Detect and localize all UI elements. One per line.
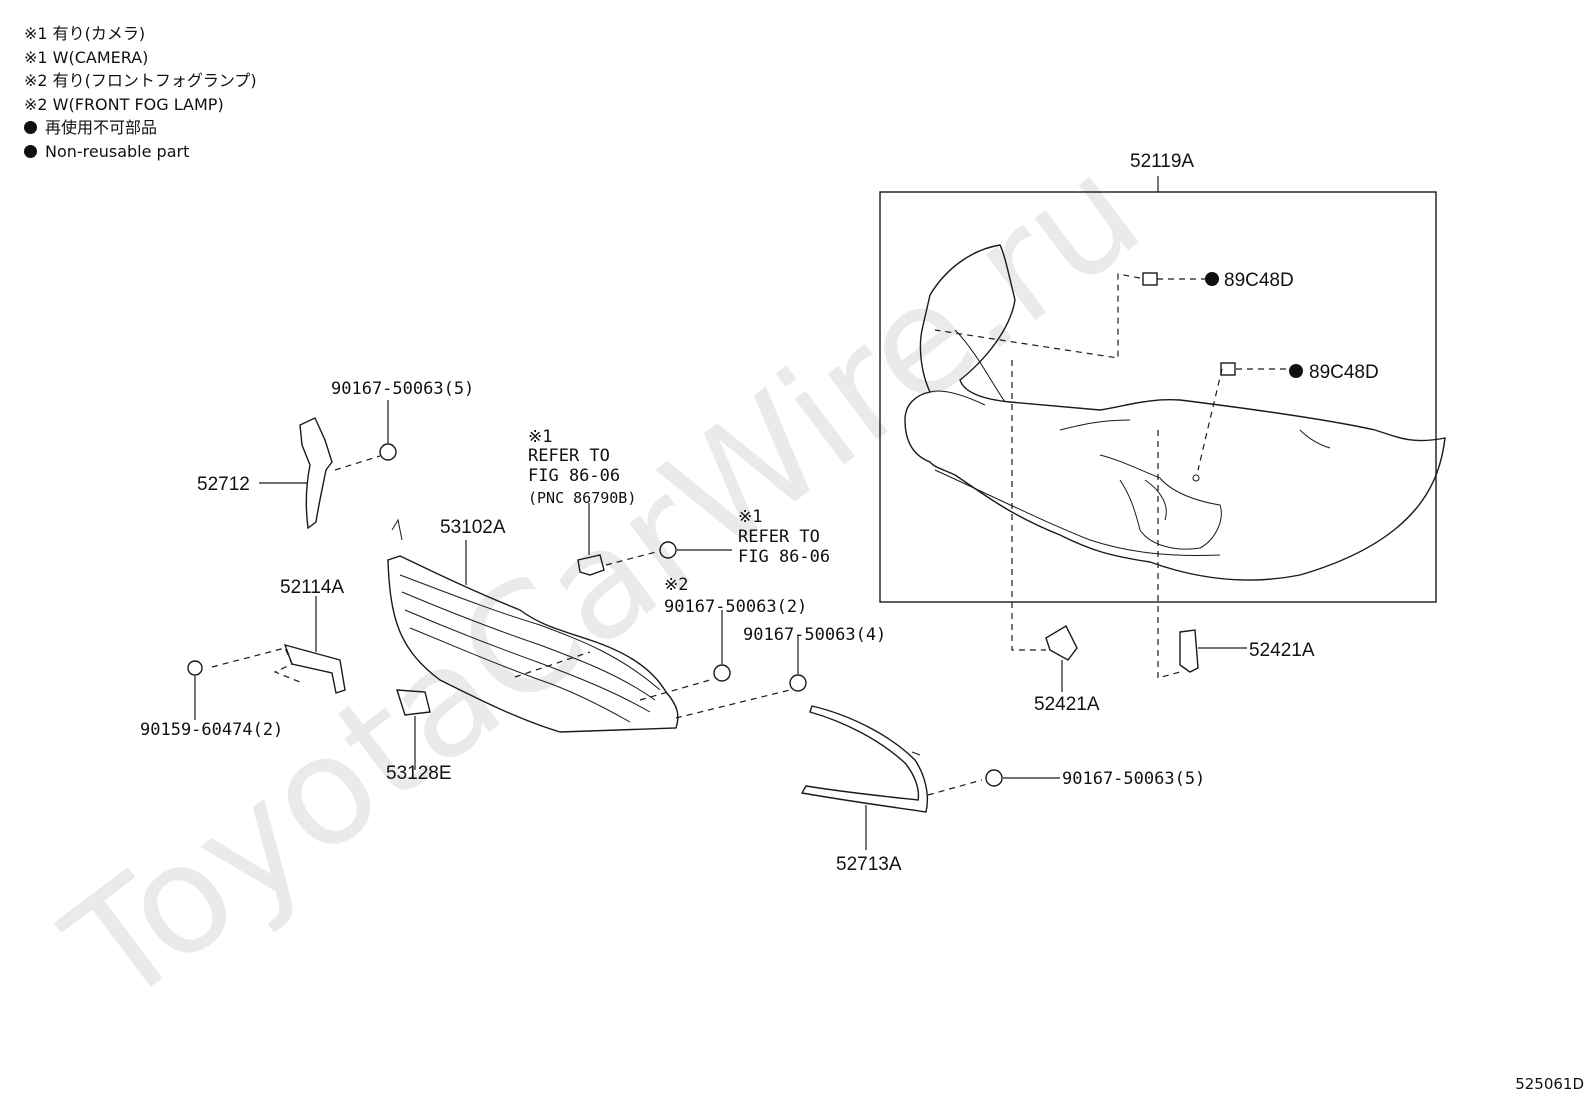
label-52713A: 52713A: [836, 854, 902, 875]
ref1-line2: FIG 86-06: [528, 466, 620, 486]
ref2-line2: FIG 86-06: [738, 547, 830, 567]
legend-line: ※1 W(CAMERA): [24, 47, 149, 67]
label-89C48D-a: 89C48D: [1224, 270, 1294, 291]
label-52421A-left: 52421A: [1034, 694, 1100, 715]
trim-52713A: [800, 705, 1060, 850]
watermark: ToyotaCarWire.ru: [36, 124, 1171, 1039]
legend-text: Non-reusable part: [45, 141, 190, 161]
non-reusable-dot-icon: [24, 121, 37, 134]
mark-2: ※2: [664, 575, 688, 595]
legend-line: 再使用不可部品: [24, 116, 257, 140]
screw-90167-4: [789, 636, 807, 692]
non-reusable-dot: [1205, 272, 1219, 286]
non-reusable-dot-icon: [24, 144, 37, 158]
label-53128E: 53128E: [386, 763, 452, 784]
ref1-line1: REFER TO: [528, 446, 610, 466]
legend-line: ※2 W(FRONT FOG LAMP): [24, 94, 224, 114]
legend-line: Non-reusable part: [24, 140, 257, 164]
legend-text: 再使用不可部品: [45, 118, 158, 137]
cover-53128E: [396, 689, 431, 770]
legend-line: ※1 有り(カメラ): [24, 24, 146, 43]
screw-90167-2: [713, 610, 731, 682]
ref2-line1: REFER TO: [738, 527, 820, 547]
label-90167-50063-5-top: 90167-50063(5): [331, 379, 474, 399]
label-89C48D-b: 89C48D: [1309, 362, 1379, 383]
label-52421A-right: 52421A: [1249, 640, 1315, 661]
bracket-52114A: [187, 596, 346, 720]
camera-bracket: [577, 503, 732, 576]
legend-line: ※2 有り(フロントフォグランプ): [24, 71, 257, 90]
label-52119A: 52119A: [1130, 151, 1194, 172]
label-90159-60474: 90159-60474(2): [140, 720, 283, 740]
bracket-52712: [259, 400, 397, 530]
ref2-mark: ※1: [738, 507, 762, 527]
bracket-52421A-right: [1179, 629, 1247, 673]
ref1-mark: ※1: [528, 427, 552, 447]
label-90167-50063-2: 90167-50063(2): [664, 597, 807, 617]
label-90167-50063-4: 90167-50063(4): [743, 625, 886, 645]
ref1-line3: (PNC 86790B): [528, 489, 636, 507]
label-52712: 52712: [197, 474, 250, 495]
grille-53102A: [387, 518, 791, 733]
label-90167-50063-5-bottom: 90167-50063(5): [1062, 769, 1205, 789]
non-reusable-dot: [1289, 364, 1303, 378]
bumper-cover-group: [879, 176, 1446, 679]
bracket-52421A-left: [1045, 625, 1078, 692]
label-53102A: 53102A: [440, 517, 506, 538]
label-52114A: 52114A: [280, 577, 344, 598]
figure-code: 525061D: [1515, 1075, 1584, 1093]
legend: ※1 有り(カメラ) ※1 W(CAMERA) ※2 有り(フロントフォグランプ…: [24, 22, 257, 163]
